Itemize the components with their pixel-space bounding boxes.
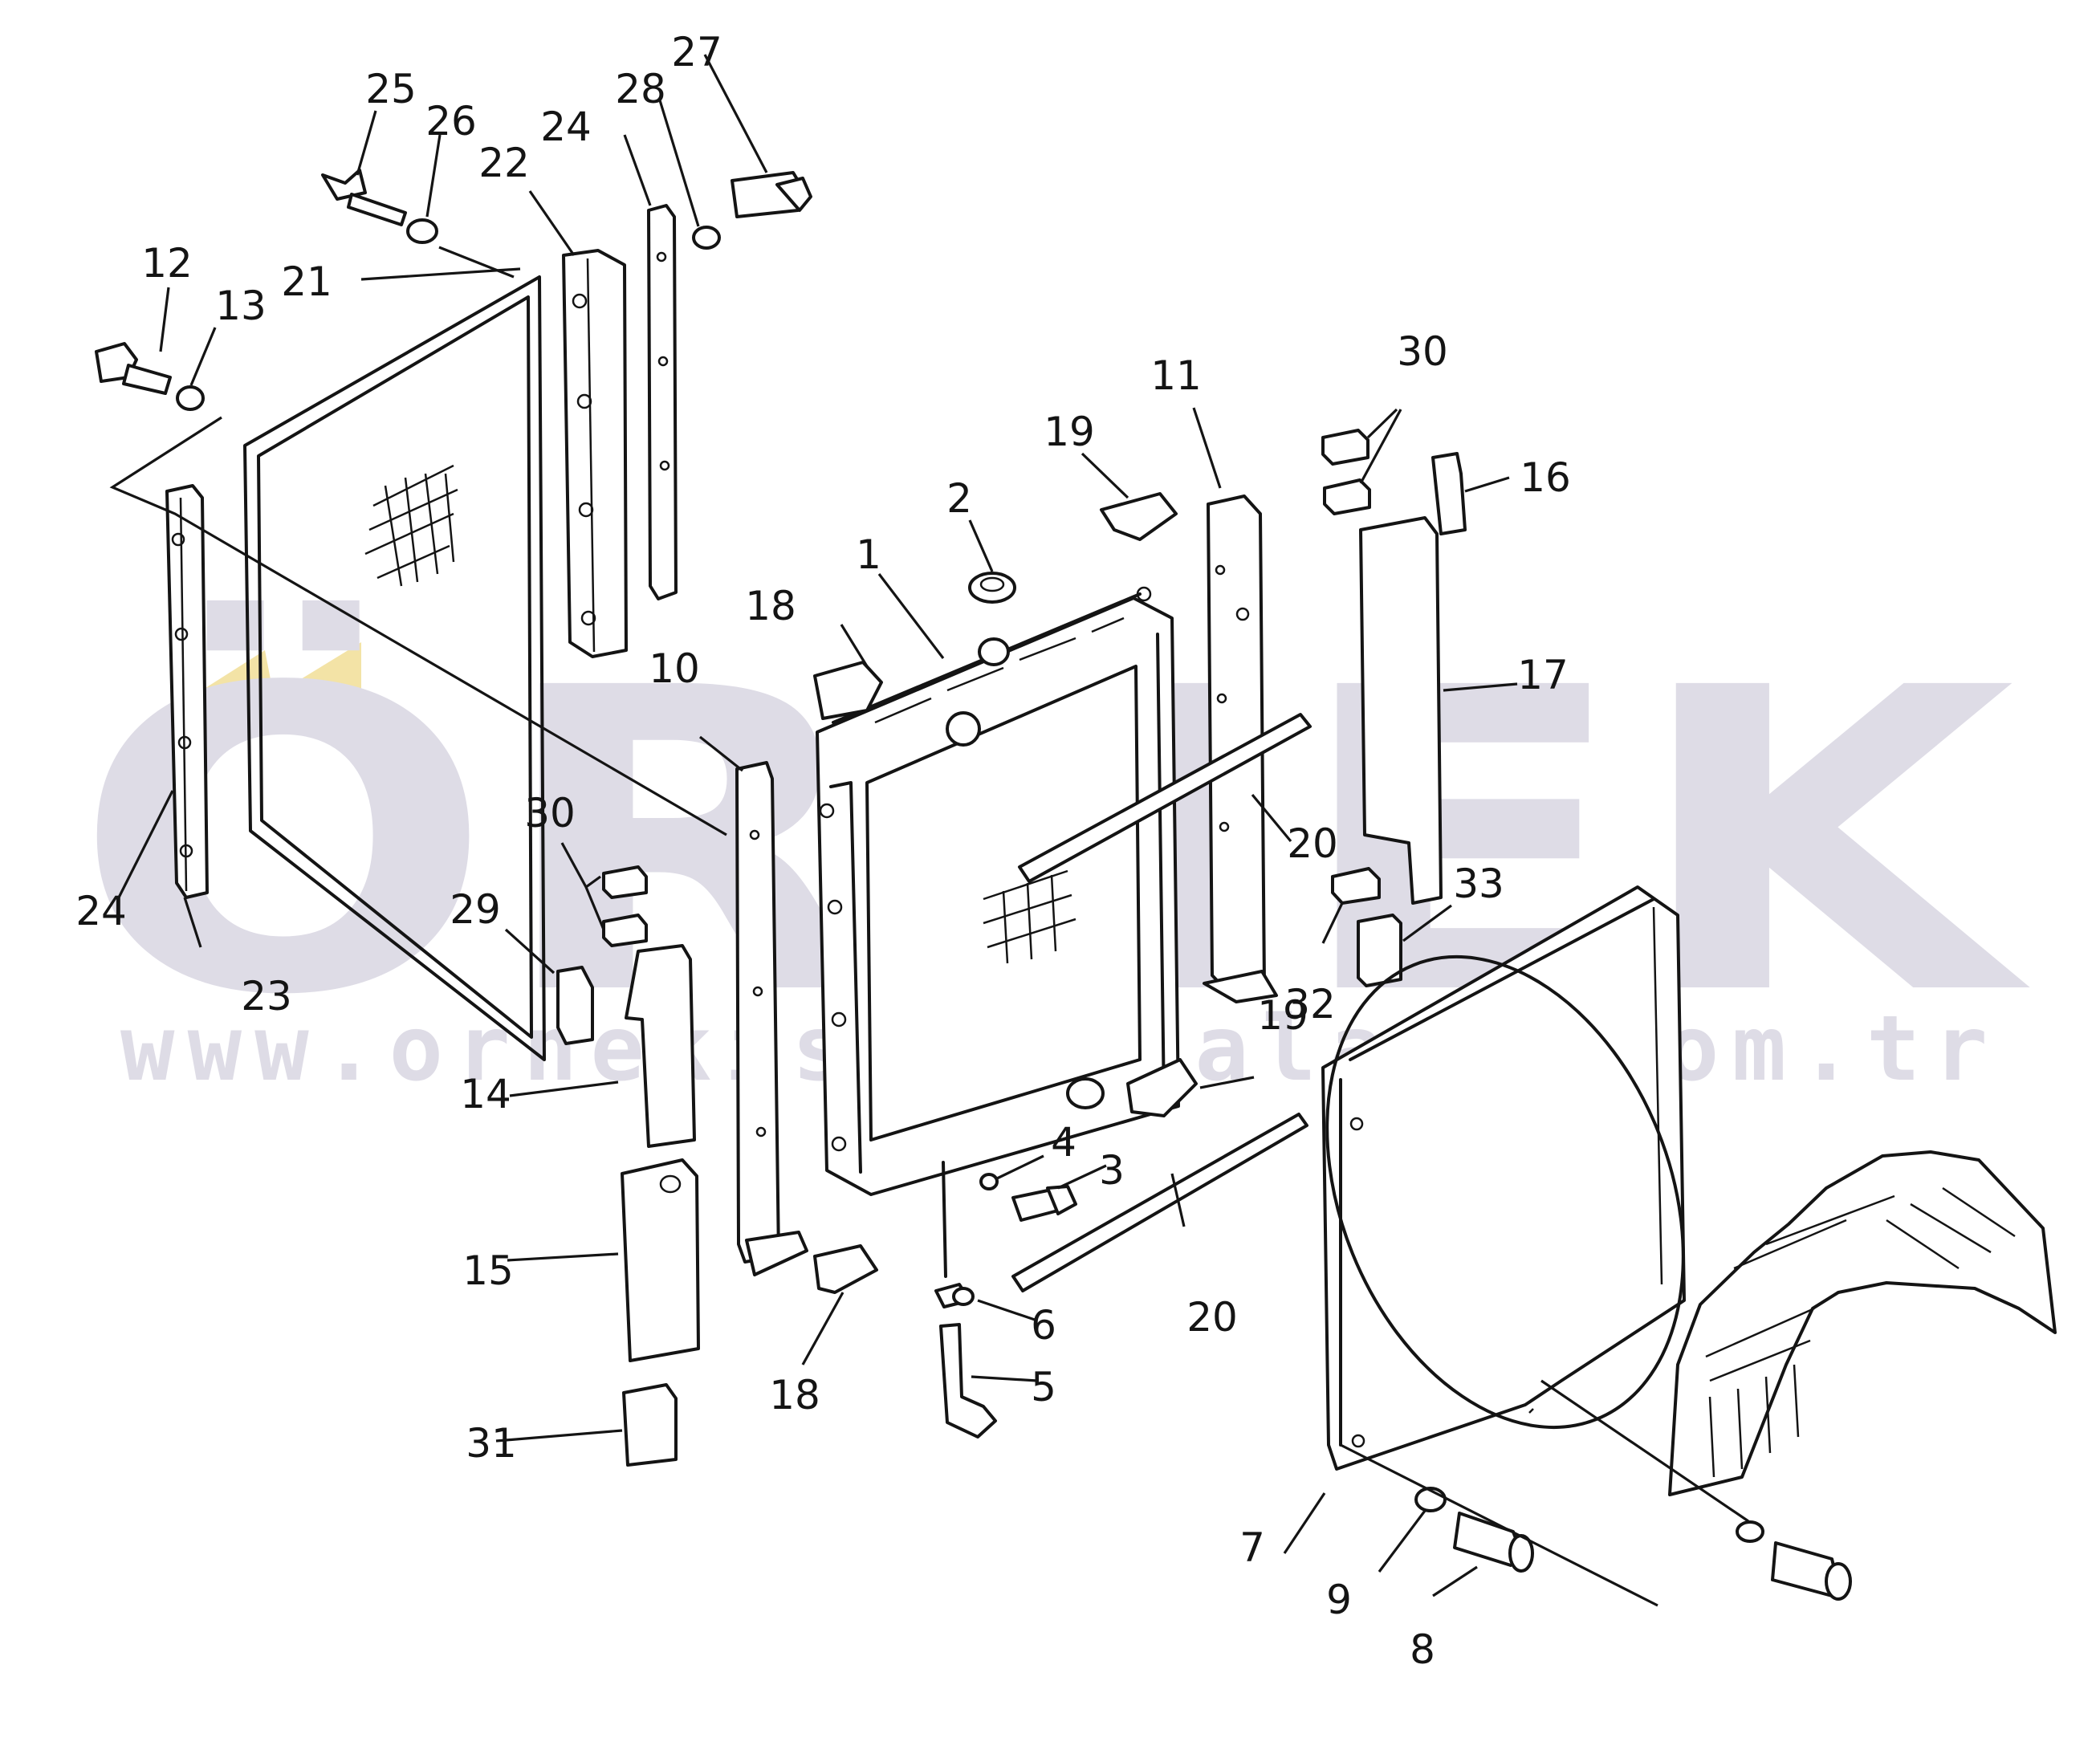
label-part-14: 14: [460, 1071, 511, 1117]
seal-hole: [659, 1174, 682, 1194]
label-part-25: 25: [365, 66, 417, 112]
label-part-30: 30: [524, 790, 576, 836]
label-part-24: 24: [540, 104, 592, 150]
part-31-seal: [622, 1383, 678, 1467]
label-part-30: 30: [1397, 328, 1448, 375]
part-30-pad: [602, 865, 648, 899]
label-part-33: 33: [1453, 861, 1504, 907]
label-part-11: 11: [1150, 352, 1202, 399]
part-1-radiator: [816, 586, 1180, 1196]
part-3-drain-cock: [1011, 1185, 1077, 1222]
part-19-seal: [1126, 1058, 1198, 1117]
label-part-1: 1: [856, 531, 881, 578]
label-part-2: 2: [946, 475, 972, 522]
part-24-strip: [647, 204, 678, 600]
part-18-seal: [813, 661, 883, 720]
part-30-pad: [1321, 429, 1369, 466]
drain-pipe: [942, 1161, 947, 1278]
part-4-o-ring: [979, 1173, 999, 1190]
part-28-washer: [692, 226, 721, 250]
part-21-screen: [243, 275, 546, 1061]
part-14-seal: [625, 944, 696, 1148]
radiator-filler-neck: [978, 637, 1010, 666]
part-17-seal: [1359, 516, 1443, 905]
label-part-21: 21: [281, 258, 332, 305]
part-30-pad: [1323, 478, 1371, 515]
label-part-17: 17: [1517, 652, 1569, 698]
part-26-washer: [406, 218, 438, 244]
watermark-accent-mark: [283, 642, 361, 690]
part-23-bracket: [165, 484, 209, 899]
part-10-bracket: [735, 761, 808, 1276]
part-5-hose: [939, 1323, 997, 1439]
label-part-7: 7: [1239, 1524, 1265, 1571]
label-part-28: 28: [615, 66, 666, 112]
label-part-27: 27: [671, 29, 722, 75]
part-18-seal: [813, 1244, 878, 1294]
label-part-12: 12: [141, 240, 193, 287]
label-part-4: 4: [1051, 1119, 1076, 1166]
label-part-24: 24: [75, 888, 127, 934]
label-part-18: 18: [745, 583, 796, 629]
part-22-bracket: [562, 249, 628, 658]
part-30-pad: [602, 914, 648, 947]
label-part-26: 26: [425, 98, 477, 144]
label-part-18: 18: [769, 1372, 820, 1418]
label-part-29: 29: [450, 886, 501, 933]
part-19-seal: [1100, 492, 1178, 541]
part-8-bolt: [1771, 1541, 1852, 1601]
label-part-3: 3: [1099, 1147, 1125, 1194]
label-part-5: 5: [1031, 1364, 1056, 1410]
part-29-seal: [556, 966, 594, 1045]
label-part-6: 6: [1031, 1302, 1056, 1349]
label-part-22: 22: [478, 140, 530, 186]
part-20-rod: [1018, 713, 1312, 883]
part-25-wing-bolt: [321, 169, 407, 226]
part-2-cap: [968, 572, 1016, 604]
part-11-bracket: [1203, 494, 1278, 1003]
fan-guard: [1668, 1150, 2057, 1496]
part-6-clamp: [934, 1283, 975, 1308]
watermark-accent-mark: [199, 650, 273, 692]
part-13-washer: [176, 385, 205, 411]
part-33-seal: [1357, 914, 1402, 987]
label-part-13: 13: [215, 283, 267, 329]
label-part-16: 16: [1520, 454, 1571, 501]
part-20-rod: [1011, 1113, 1308, 1292]
part-9-washer: [1736, 1520, 1764, 1543]
label-part-20: 20: [1287, 820, 1338, 867]
label-part-31: 31: [466, 1420, 517, 1467]
label-part-15: 15: [462, 1247, 514, 1294]
part-32-seal: [1331, 867, 1381, 905]
label-part-19: 19: [1044, 409, 1095, 455]
label-part-32: 32: [1284, 981, 1336, 1028]
part-labels: 1 2 3 4 5 6 7 8 9 10 11 12 13 14 15 16 1…: [75, 29, 1571, 1673]
label-part-9: 9: [1326, 1577, 1352, 1623]
part-12-bolt: [95, 342, 172, 395]
leader-lines: [117, 54, 1518, 1597]
part-16-clip: [1431, 452, 1467, 535]
label-part-19: 19: [1257, 992, 1308, 1039]
label-part-20: 20: [1186, 1294, 1238, 1341]
label-part-8: 8: [1410, 1626, 1435, 1673]
part-15-seal: [621, 1158, 700, 1362]
assembly-lines: [109, 246, 1749, 1607]
part-27-bolt: [731, 171, 812, 218]
label-part-10: 10: [649, 645, 700, 692]
label-part-23: 23: [241, 973, 292, 1019]
